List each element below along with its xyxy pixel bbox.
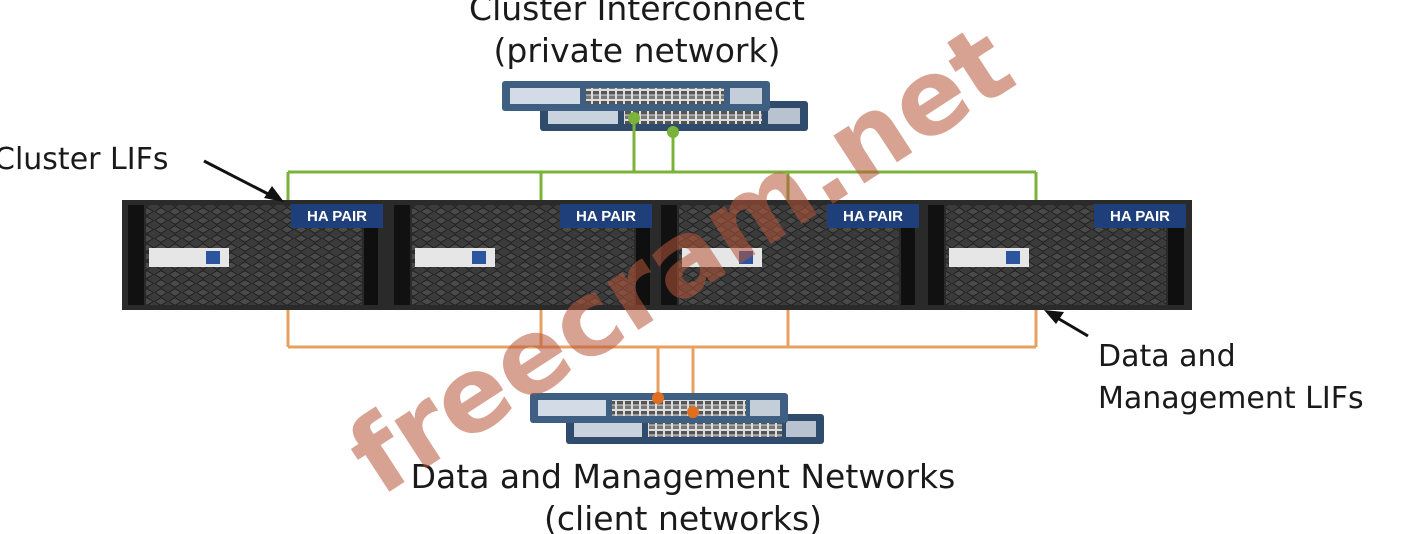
controller-1 bbox=[128, 205, 378, 305]
cluster-port-marker bbox=[667, 126, 679, 138]
cluster-switch-front bbox=[502, 81, 770, 111]
ha-pair-badge-2: HA PAIR bbox=[560, 204, 652, 228]
ha-pair-badge-1: HA PAIR bbox=[291, 204, 383, 228]
ha-pair-badge-4: HA PAIR bbox=[1094, 204, 1186, 228]
top-title-line1: Cluster Interconnect bbox=[469, 0, 805, 28]
ha-pair-badge-3: HA PAIR bbox=[827, 204, 919, 228]
ha-pair-label: HA PAIR bbox=[1110, 208, 1170, 225]
data-mgmt-lifs-arrow bbox=[1044, 310, 1089, 338]
cluster-lifs-label: Cluster LIFs bbox=[0, 142, 168, 177]
ha-pair-label: HA PAIR bbox=[576, 208, 636, 225]
ha-pair-label: HA PAIR bbox=[843, 208, 903, 225]
cluster-network-links bbox=[286, 118, 1038, 204]
bottom-title-line2: (client networks) bbox=[544, 499, 822, 534]
data-port-marker bbox=[687, 406, 699, 418]
data-port-marker bbox=[652, 392, 664, 404]
ha-pair-label: HA PAIR bbox=[307, 208, 367, 225]
controller-3 bbox=[661, 205, 915, 305]
data-network-links bbox=[286, 308, 1038, 412]
cluster-port-marker bbox=[628, 112, 640, 124]
top-title-line2: (private network) bbox=[494, 31, 781, 70]
data-mgmt-lifs-label-line1: Data and bbox=[1098, 339, 1236, 374]
bottom-title-line1: Data and Management Networks bbox=[411, 457, 956, 496]
cluster-lifs-arrow bbox=[203, 159, 284, 202]
data-switch-front bbox=[530, 393, 788, 423]
data-mgmt-lifs-label-line2: Management LIFs bbox=[1098, 381, 1364, 416]
